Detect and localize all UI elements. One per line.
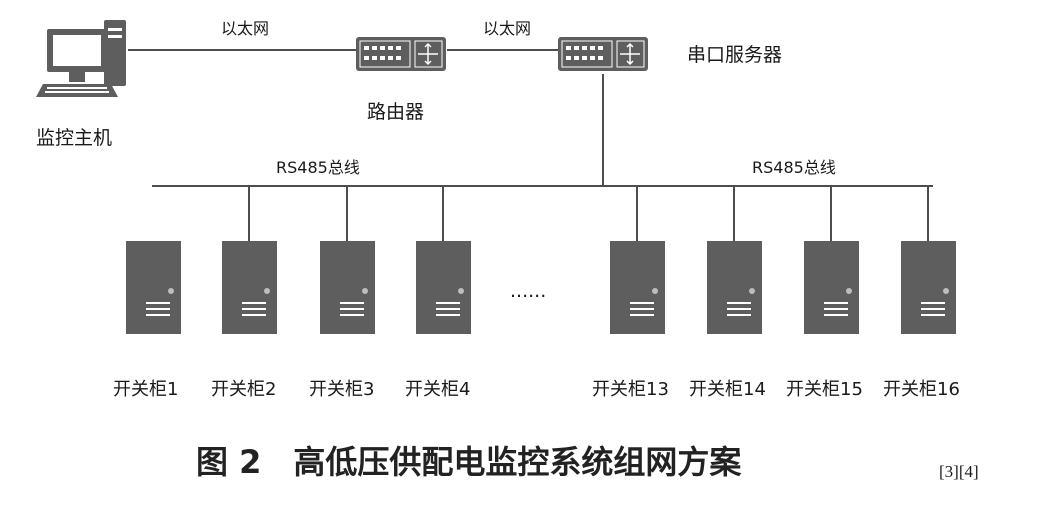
reference-marker: [3][4] (939, 462, 979, 481)
router-icon (356, 37, 446, 71)
cabinet-label: 开关柜2 (211, 379, 277, 400)
cabinet-label: 开关柜14 (689, 379, 766, 400)
cabinet-label: 开关柜4 (405, 379, 471, 400)
router-label: 路由器 (367, 101, 425, 123)
server-cabinet-icon (610, 241, 665, 334)
server-cabinet-icon (126, 241, 181, 334)
cabinet-label: 开关柜3 (309, 379, 375, 400)
monitor-host-label: 监控主机 (36, 127, 113, 149)
ethernet-label-1: 以太网 (221, 19, 270, 38)
serial-server-label: 串口服务器 (687, 44, 783, 66)
cabinet-label: 开关柜13 (592, 379, 669, 400)
cabinet-drop-lines (248, 186, 929, 241)
cabinet-label: 开关柜15 (786, 379, 863, 400)
connection-lines (128, 49, 933, 241)
cabinet-label: 开关柜16 (883, 379, 960, 400)
server-cabinet-icon (804, 241, 859, 334)
computer-icon (36, 20, 126, 97)
cabinet-ellipsis: ...... (510, 280, 547, 302)
server-cabinet-icon (416, 241, 471, 334)
rs485-bus-label-left: RS485总线 (276, 158, 360, 177)
server-cabinet-icon (901, 241, 956, 334)
server-cabinet-icon (320, 241, 375, 334)
server-cabinet-icon (707, 241, 762, 334)
ethernet-label-2: 以太网 (483, 19, 532, 38)
cabinet-label: 开关柜1 (113, 379, 179, 400)
rs485-bus-label-right: RS485总线 (752, 158, 836, 177)
figure-caption: 图 2 高低压供配电监控系统组网方案 (196, 443, 742, 481)
server-cabinet-icon (222, 241, 277, 334)
serial-server-icon (558, 37, 648, 71)
